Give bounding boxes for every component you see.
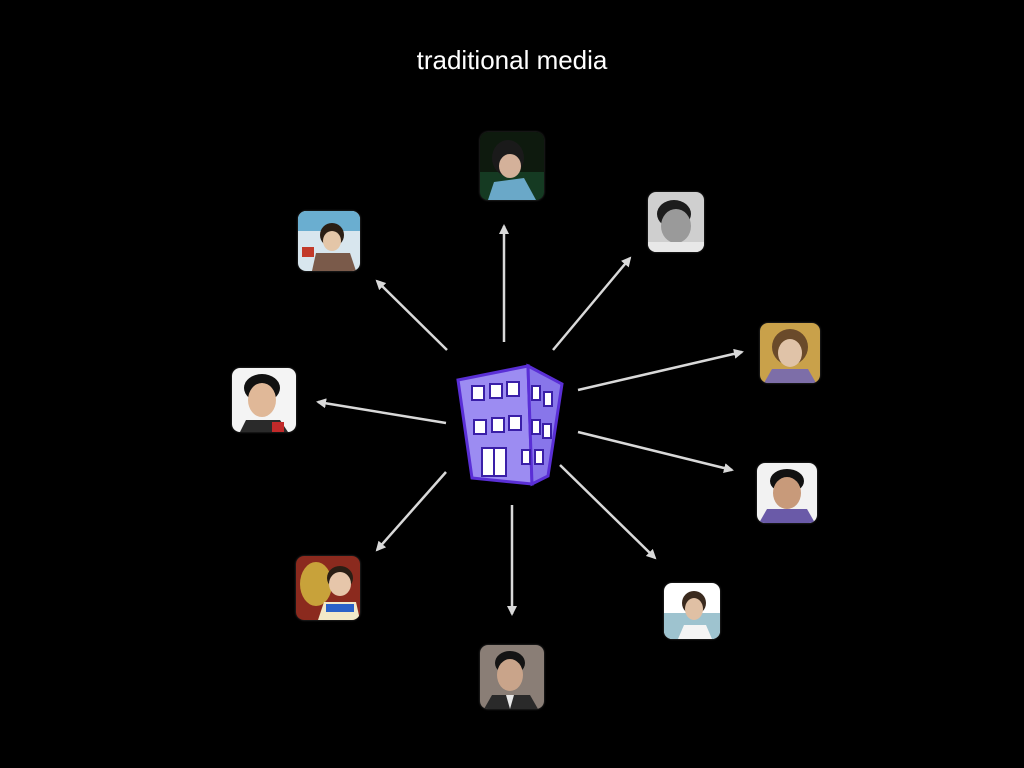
person-right-upper-photo [760, 323, 820, 383]
person-bottom-left-photo [296, 556, 360, 620]
arrows [316, 224, 744, 616]
arrow-to-right-upper [577, 348, 744, 392]
person-top-left-photo [298, 211, 360, 271]
person-right-lower-photo [757, 463, 817, 523]
office-building-icon [456, 363, 564, 487]
person-top-right-photo [648, 192, 704, 252]
arrow-to-bottom-right [559, 464, 657, 560]
arrow-to-bottom-left [375, 471, 447, 552]
person-bottom-right-photo [664, 583, 720, 639]
person-bottom-photo [480, 645, 544, 709]
slide-title: traditional media [416, 45, 608, 75]
arrow-to-left [316, 398, 447, 425]
arrow-to-right-lower [577, 430, 734, 473]
arrow-to-top-left [375, 279, 448, 351]
arrow-to-top-right [552, 256, 632, 351]
person-top-photo [480, 132, 544, 200]
person-left-photo [232, 368, 296, 432]
